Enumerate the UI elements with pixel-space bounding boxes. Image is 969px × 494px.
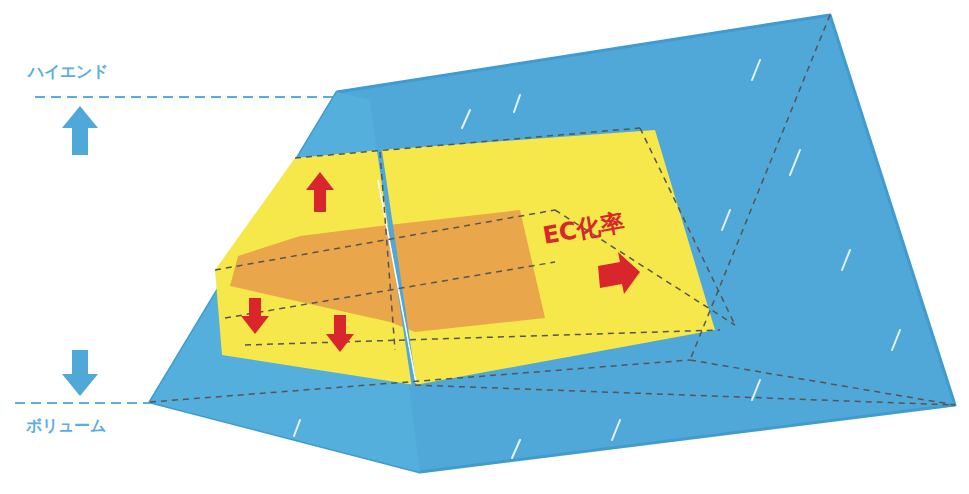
- yellow-region: [215, 130, 715, 385]
- red-arrows: [241, 172, 640, 352]
- guide-line: [15, 402, 150, 404]
- down-arrow: [241, 298, 269, 334]
- construction-lines: [150, 15, 955, 405]
- up-arrow: [306, 172, 334, 212]
- right-arrow: [598, 252, 640, 294]
- level-label: ボリューム: [26, 418, 106, 434]
- guide-line: [35, 96, 337, 98]
- down-arrow: [62, 350, 98, 396]
- level-label: ハイエンド: [28, 64, 108, 80]
- up-arrow: [62, 106, 98, 155]
- tent-body: [150, 15, 955, 472]
- down-arrow: [326, 315, 354, 352]
